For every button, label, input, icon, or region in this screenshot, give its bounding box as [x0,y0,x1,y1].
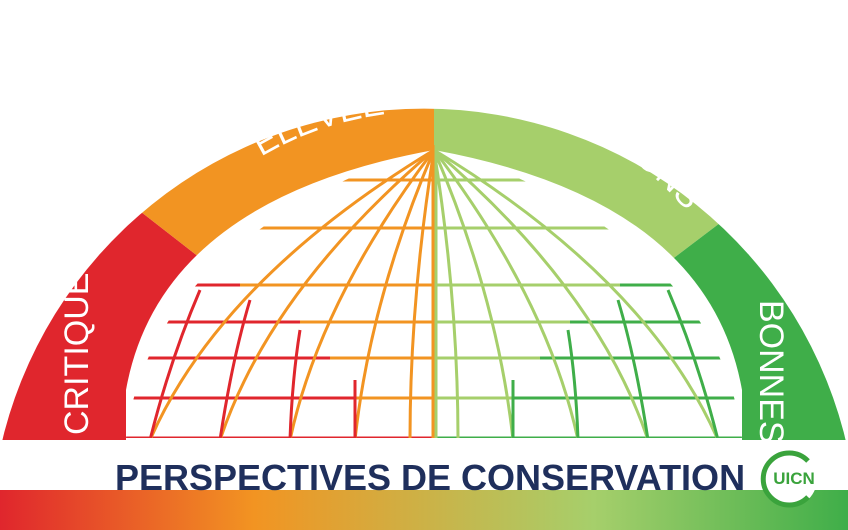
title-banner: PERSPECTIVES DE CONSERVATION [115,449,745,506]
segment-bonnes [434,108,848,440]
segment-critiques [0,108,434,440]
uicn-logo-text: UICN [773,469,815,488]
uicn-logo: UICN [758,448,820,510]
uicn-logo-icon [760,450,817,508]
globe-right-green-meridians [511,289,720,438]
label-critiques: CRITIQUES [58,250,96,435]
label-bonnes: BONNES [752,300,790,444]
globe-left-red-meridians [148,289,357,438]
globe-left-meridians [148,148,436,438]
globe-right-meridians [432,148,720,438]
page-title: PERSPECTIVES DE CONSERVATION [114,456,746,498]
bottom-gradient-band [0,490,848,530]
